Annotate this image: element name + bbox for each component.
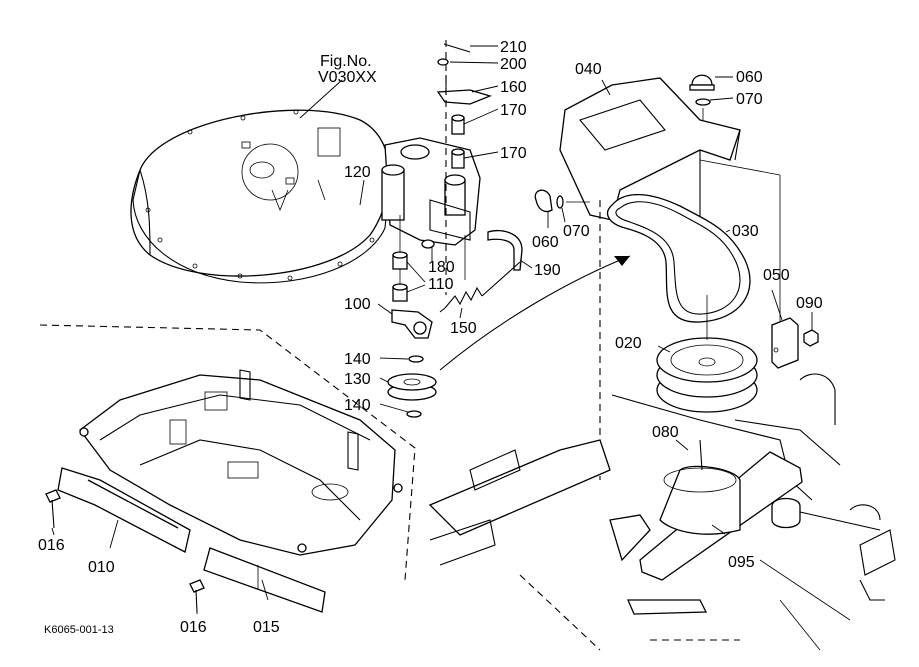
- arrow-head: [614, 256, 630, 266]
- callout-030: 030: [732, 223, 759, 240]
- callout-095: 095: [728, 554, 755, 571]
- rubber-flap-left: [57, 467, 191, 553]
- fig-no-value: V030XX: [318, 69, 377, 86]
- callout-170: 170: [500, 145, 527, 162]
- callout-080: 080: [652, 424, 679, 441]
- callout-140: 140: [344, 351, 371, 368]
- knob-side: [534, 189, 590, 213]
- callout-200: 200: [500, 56, 527, 73]
- callout-060: 060: [532, 234, 559, 251]
- callout-070: 070: [736, 91, 763, 108]
- deck-frame: [79, 369, 403, 556]
- rubber-flap-bottom: [203, 547, 326, 613]
- belt-cover: [559, 77, 781, 480]
- callout-190: 190: [534, 262, 561, 279]
- drawing-code: K6065-001-13: [44, 624, 114, 636]
- callout-040: 040: [575, 61, 602, 78]
- knob-top: [689, 74, 715, 120]
- callout-210: 210: [500, 39, 527, 56]
- idler-arm-parts: [391, 229, 523, 339]
- belt-guide-bracket: [771, 317, 819, 369]
- callout-140: 140: [344, 397, 371, 414]
- callout-160: 160: [500, 79, 527, 96]
- bolt-bottom: [189, 579, 205, 613]
- callout-100: 100: [344, 296, 371, 313]
- callout-010: 010: [88, 559, 115, 576]
- idler-pulley: [387, 355, 437, 418]
- deck-housing: [130, 109, 391, 284]
- callout-090: 090: [796, 295, 823, 312]
- v-belt: [607, 193, 751, 323]
- tractor-frame: [428, 373, 896, 651]
- callout-016: 016: [38, 537, 65, 554]
- callout-130: 130: [344, 371, 371, 388]
- callout-015: 015: [253, 619, 280, 636]
- callout-060: 060: [736, 69, 763, 86]
- callout-016: 016: [180, 619, 207, 636]
- callout-180: 180: [428, 259, 455, 276]
- fig-leader: [299, 79, 343, 119]
- callout-110: 110: [428, 276, 454, 293]
- drive-pulley: [656, 295, 758, 413]
- frame-outline: [39, 324, 416, 581]
- fig-no-label: Fig.No.: [320, 53, 372, 70]
- callout-170: 170: [500, 102, 527, 119]
- bolt-left: [45, 489, 61, 529]
- assembly-arrow: [439, 255, 631, 371]
- leader-lines: [51, 45, 813, 614]
- callout-120: 120: [344, 164, 371, 181]
- pivot-hardware: [436, 40, 492, 295]
- callout-150: 150: [450, 320, 477, 337]
- callout-020: 020: [615, 335, 642, 352]
- callout-050: 050: [763, 267, 790, 284]
- callout-070: 070: [563, 223, 590, 240]
